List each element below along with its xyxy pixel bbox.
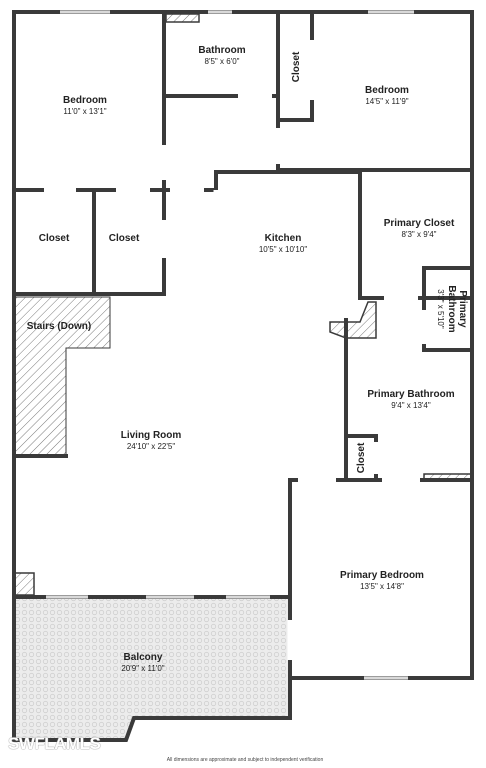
closet-top-name: Closet bbox=[291, 51, 302, 82]
hatch-block-bathroom bbox=[165, 13, 200, 23]
primary-bathroom-small-name-1: Primary bbox=[457, 290, 468, 328]
closet-primary-name: Closet bbox=[356, 442, 367, 473]
hatch-block-kitchen bbox=[329, 301, 377, 339]
bedroom-right-name: Bedroom bbox=[365, 85, 409, 96]
stairs-name: Stairs (Down) bbox=[27, 321, 91, 332]
primary-bathroom-small-dims: 3'3" x 5'10" bbox=[436, 289, 445, 329]
bedroom-left-dims: 11'0" x 13'1" bbox=[63, 107, 106, 116]
disclaimer-text: All dimensions are approximate and subje… bbox=[166, 757, 324, 763]
windows bbox=[46, 10, 414, 680]
primary-bathroom-dims: 9'4" x 13'4" bbox=[391, 401, 431, 410]
door-gaps bbox=[44, 40, 427, 660]
bedroom-right-dims: 14'5" x 11'9" bbox=[365, 97, 408, 106]
bathroom-dims: 8'5" x 6'0" bbox=[205, 57, 240, 66]
balcony-name: Balcony bbox=[124, 652, 163, 663]
primary-bedroom-dims: 13'5" x 14'8" bbox=[360, 582, 404, 591]
watermark-logo: SWFLAMLS bbox=[8, 734, 101, 753]
living-room-name: Living Room bbox=[121, 430, 182, 441]
kitchen-name: Kitchen bbox=[265, 233, 302, 244]
closet-left-b-name: Closet bbox=[109, 233, 140, 244]
primary-closet-name: Primary Closet bbox=[384, 218, 455, 229]
bathroom-name: Bathroom bbox=[198, 45, 245, 56]
bedroom-left-name: Bedroom bbox=[63, 95, 107, 106]
kitchen-dims: 10'5" x 10'10" bbox=[259, 245, 307, 254]
balcony-floor bbox=[14, 597, 290, 740]
primary-bedroom-name: Primary Bedroom bbox=[340, 570, 424, 581]
hatch-block-living bbox=[13, 572, 35, 596]
living-room-dims: 24'10" x 22'5" bbox=[127, 442, 175, 451]
balcony-dims: 20'9" x 11'0" bbox=[121, 664, 164, 673]
closet-left-a-name: Closet bbox=[39, 233, 70, 244]
primary-closet-dims: 8'3" x 9'4" bbox=[402, 230, 437, 239]
primary-bathroom-name: Primary Bathroom bbox=[367, 389, 454, 400]
primary-bathroom-small-name-2: Bathroom bbox=[446, 285, 457, 332]
